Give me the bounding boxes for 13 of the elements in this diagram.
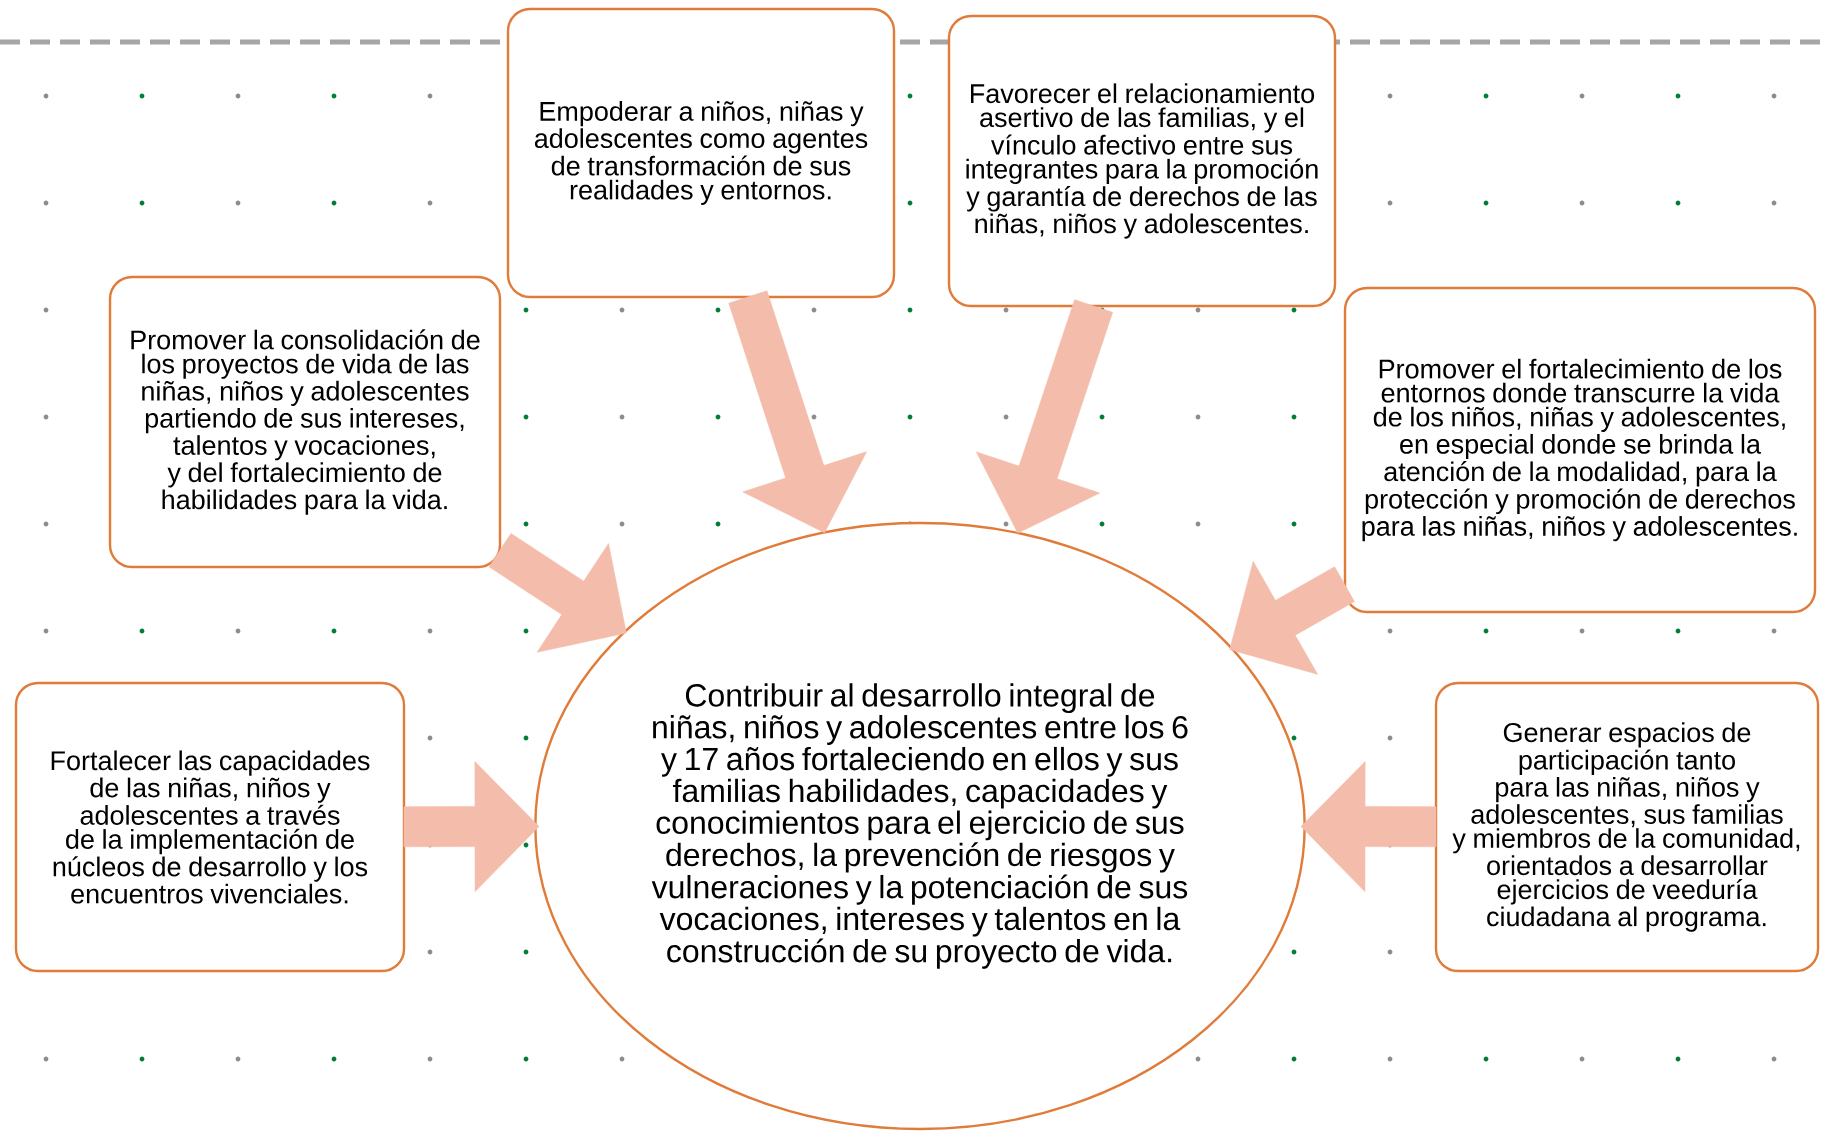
- objective-box: Promover la consolidación de los proyectos de vida de las niñas, niños y adolescentes partiendo de sus intereses, talentos y vocaciones, y del fortalecimiento de habilidades para la vida.: [108, 275, 502, 569]
- block-arrow: [976, 299, 1113, 534]
- objective-box: Favorecer el relacionamiento asertivo de las familias, y el vínculo afectivo entre sus integrantes para la promoción y garantía de derechos de las niñas, niños y adolescentes.: [947, 14, 1337, 308]
- block-arrow: [728, 290, 867, 533]
- objective-box: Generar espacios de participación tanto para las niñas, niños y adolescentes, sus familias y miembros de la comunidad, orientados a desarrollar ejercicios de veeduría ciudadana al programa.: [1434, 681, 1820, 973]
- objective-box: Empoderar a niños, niñas y adolescentes como agentes de transformación de sus realidades y entornos.: [506, 7, 896, 299]
- block-arrow: [488, 533, 627, 653]
- objective-box: Promover el fortalecimiento de los entornos donde transcurre la vida de los niños, niñas y adolescentes, en especial donde se brinda la atención de la modalidad, para la protección y promoción de derechos para las niñas, niños y adolescentes.: [1343, 286, 1817, 614]
- objective-box: Fortalecer las capacidades de las niñas, niños y adolescentes a través de la implementación de núcleos de desarrollo y los encuentros vivenciales.: [14, 681, 406, 973]
- block-arrow: [1300, 761, 1437, 892]
- node-label: Contribuir al desarrollo integral de niñas, niños y adolescentes entre los 6 y 17 años fortaleciendo en ellos y sus familias habilidades, capacidades y conocimientos para el ejercicio de sus derechos, la prevención de riesgos y vulneraciones y la potenciación de sus vocaciones, intereses y talentos en la construcción de su proyecto de vida.: [651, 683, 1188, 969]
- block-arrow: [403, 761, 540, 892]
- block-arrow: [1229, 561, 1355, 675]
